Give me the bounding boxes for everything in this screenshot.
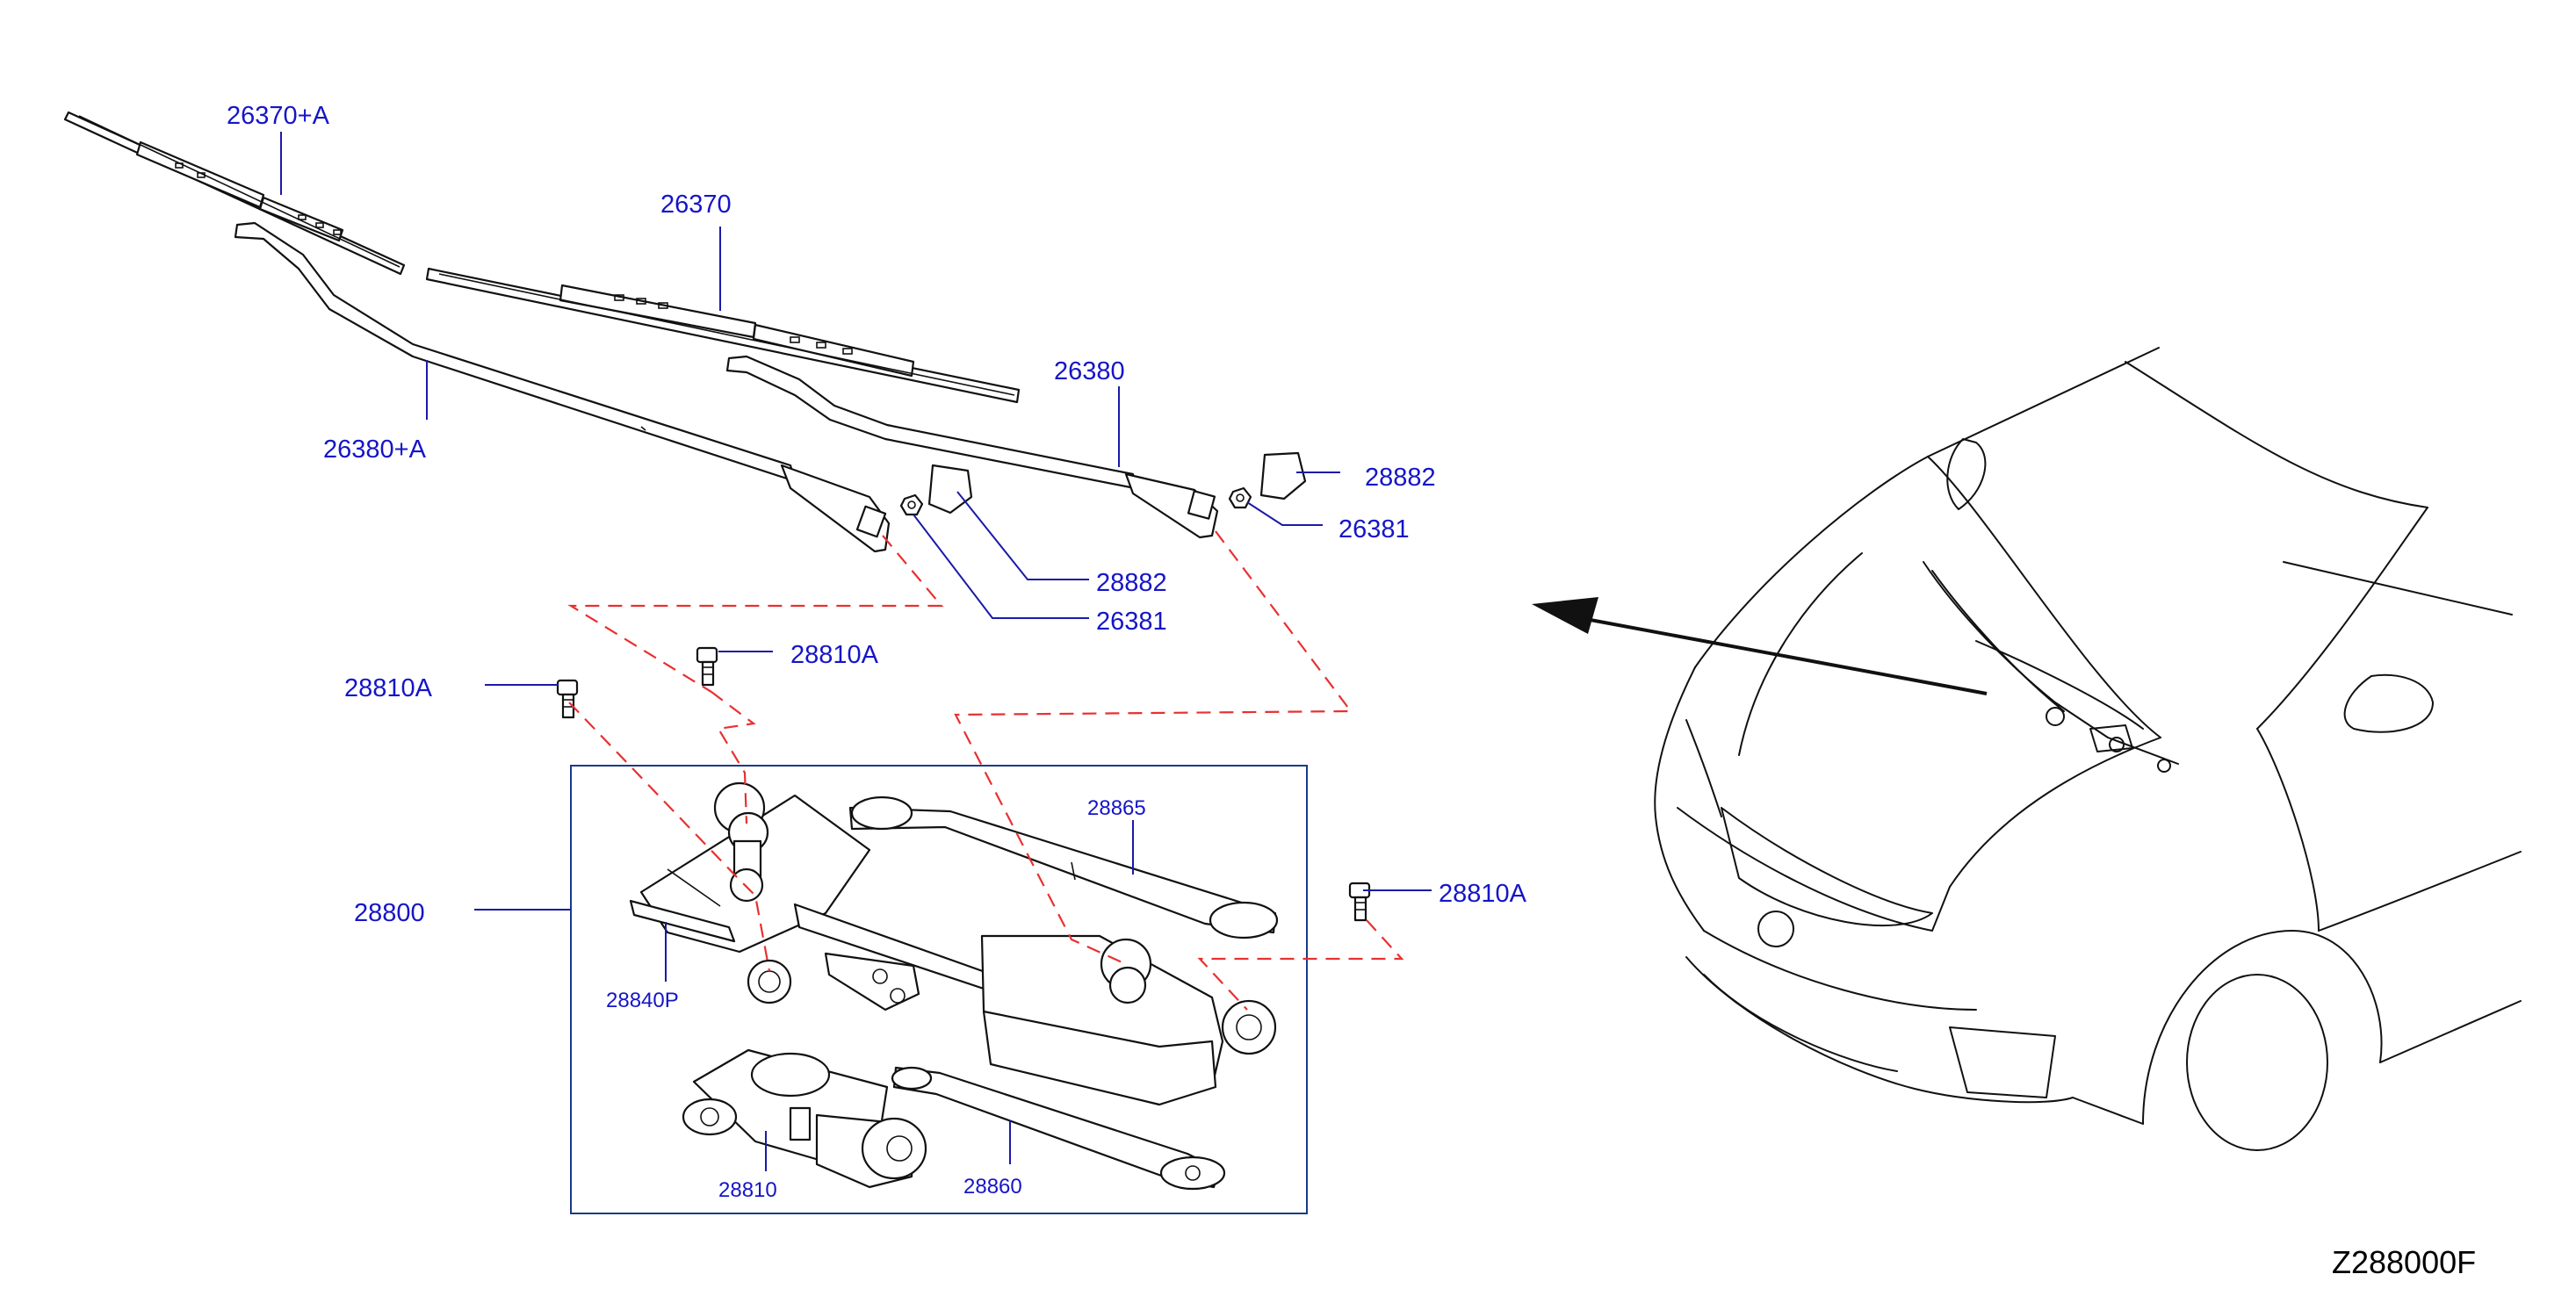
- label-pivot: 28840P: [606, 989, 679, 1012]
- wiper-arm-lh: [234, 221, 891, 553]
- label-arm-lh: 26380+A: [323, 436, 427, 464]
- label-arm-rh: 26380: [1054, 357, 1125, 385]
- location-arrow: [1532, 597, 1988, 695]
- pivot-bracket-rh: [980, 934, 1277, 1106]
- wiper-motor: [682, 1048, 927, 1189]
- label-blade-lh: 26370+A: [227, 102, 330, 130]
- assembly-box: [570, 765, 1308, 1214]
- pivot-cap-lh: [927, 464, 973, 515]
- label-motor: 28810: [718, 1178, 777, 1202]
- label-blade-rh: 26370: [660, 191, 732, 219]
- link-rod-lower: [891, 1066, 1226, 1191]
- diagram-code: Z288000F: [2332, 1244, 2476, 1280]
- wiper-blade-lh: [63, 111, 406, 276]
- frame-tube: [793, 903, 1012, 1011]
- label-nut-rh: 26381: [1339, 515, 1410, 544]
- link-rod-upper: [848, 795, 1279, 939]
- label-bolt-upper: 28810A: [790, 641, 879, 669]
- leader-lines: [280, 132, 1432, 1171]
- label-cap-rh: 28882: [1365, 464, 1436, 492]
- label-assembly: 28800: [354, 899, 425, 927]
- label-link-lower: 28860: [963, 1175, 1022, 1199]
- bolt-left: [556, 679, 579, 719]
- car-illustration: [1654, 347, 2522, 1151]
- dashed-guides: [567, 530, 1404, 1011]
- bolt-upper: [696, 646, 718, 687]
- label-link-upper: 28865: [1087, 796, 1146, 820]
- pivot-cap-rh: [1259, 451, 1307, 500]
- label-bolt-right: 28810A: [1439, 880, 1527, 908]
- pivot-nut-lh: [899, 493, 924, 516]
- label-bolt-left: 28810A: [344, 674, 433, 702]
- bolt-right: [1348, 882, 1371, 922]
- label-nut-lh: 26381: [1096, 608, 1167, 636]
- label-cap-lh: 28882: [1096, 569, 1167, 597]
- wiper-arm-rh: [725, 355, 1219, 539]
- wiper-blade-rh: [425, 267, 1021, 404]
- pivot-nut-rh: [1228, 486, 1252, 509]
